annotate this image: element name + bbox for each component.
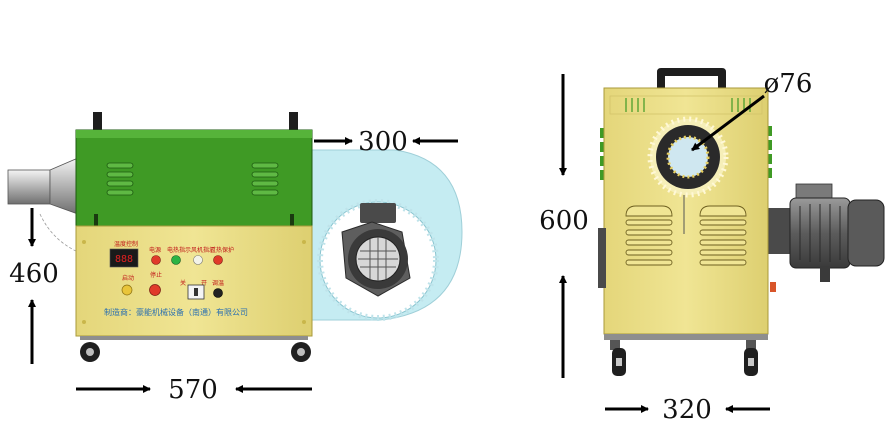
indicator-label-overheat: 过热保护 <box>210 246 234 254</box>
top-handle-left <box>93 112 102 132</box>
start-button[interactable] <box>121 284 133 296</box>
power-indicator-light <box>151 255 161 265</box>
switch-off-label: 关 <box>180 279 186 287</box>
side-view: 温度控制 888 电源 电热指示 风机指示 过热保护 启动 停止 关 开 调温 … <box>7 112 463 405</box>
hood-vent-left <box>106 162 134 196</box>
dim-label-320: 320 <box>662 395 712 425</box>
manufacturer-label: 制造商：豪能机械设备（南通）有限公司 <box>104 307 248 317</box>
start-label: 启动 <box>122 274 134 282</box>
control-panel: 温度控制 888 电源 电热指示 风机指示 过热保护 启动 停止 关 开 调温 … <box>104 240 248 317</box>
front-view: ø76 600 320 <box>539 68 885 425</box>
yellow-body <box>75 225 313 337</box>
green-hood <box>75 129 313 227</box>
indicator-label-fan: 风机指示 <box>191 246 215 254</box>
dim-label-460: 460 <box>9 259 59 289</box>
front-base <box>604 334 768 376</box>
diameter-leader-arrow <box>691 94 765 152</box>
dim-label-600: 600 <box>539 206 589 236</box>
top-handle-right <box>289 112 298 132</box>
temperature-knob[interactable] <box>213 288 223 298</box>
display-label: 温度控制 <box>114 240 138 248</box>
heater-indicator-light <box>171 255 181 265</box>
indicator-label-heater: 电热指示 <box>167 246 191 254</box>
knob-label: 调温 <box>212 279 224 287</box>
side-fins-right <box>766 126 772 178</box>
fan-indicator-light <box>193 255 203 265</box>
carry-handle <box>657 68 726 92</box>
indicator-label-power: 电源 <box>149 246 161 254</box>
switch-on-label: 开 <box>201 280 207 287</box>
top-grille <box>625 98 751 112</box>
outlet-nozzle <box>7 157 79 253</box>
hood-vent-right <box>251 162 279 196</box>
front-vent-right <box>699 205 747 266</box>
dim-label-300: 300 <box>358 127 408 157</box>
dim-label-diameter: ø76 <box>764 69 813 99</box>
blower-motor <box>766 183 885 292</box>
front-vent-left <box>625 205 673 266</box>
stop-label: 停止 <box>150 271 162 279</box>
overheat-indicator-light <box>213 255 223 265</box>
temperature-display-value: 888 <box>115 254 133 265</box>
stop-button[interactable] <box>149 284 161 296</box>
dim-label-570: 570 <box>168 375 218 405</box>
side-fins-left <box>600 128 606 180</box>
temperature-display <box>109 248 139 268</box>
fan-motor <box>341 203 411 297</box>
side-base <box>80 336 311 362</box>
